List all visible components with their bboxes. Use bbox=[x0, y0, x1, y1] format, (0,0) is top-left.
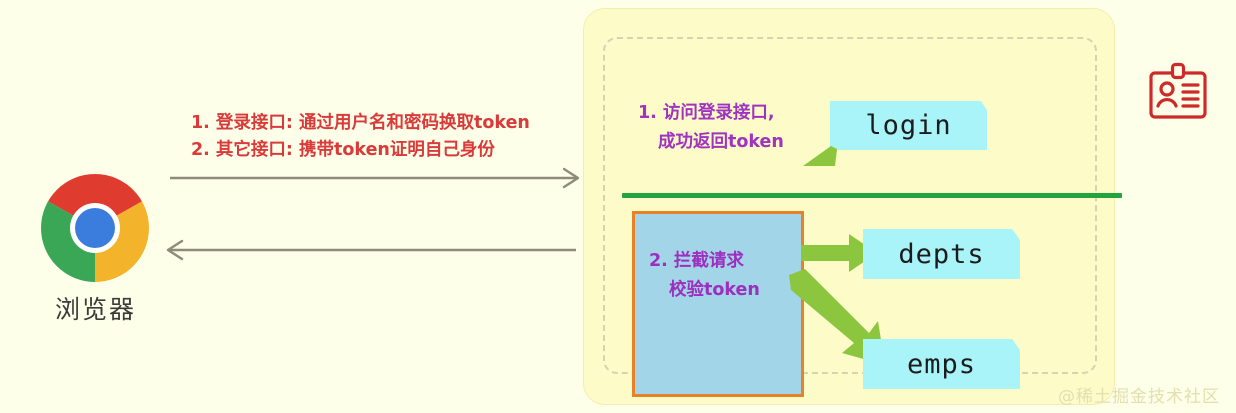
id-card-icon bbox=[1149, 62, 1207, 119]
endpoint-emps[interactable]: emps bbox=[863, 339, 1020, 389]
request-label-other: 2. 其它接口: 携带token证明自己身份 bbox=[191, 140, 495, 161]
endpoint-depts[interactable]: depts bbox=[863, 229, 1020, 279]
flow-arrow-depts-icon bbox=[801, 234, 877, 272]
request-labels: 1. 登录接口: 通过用户名和密码换取token 2. 其它接口: 携带toke… bbox=[191, 110, 581, 164]
browser-server-arrows bbox=[166, 167, 580, 261]
endpoint-login-label: login bbox=[865, 110, 952, 141]
step-1-text: 1. 访问登录接口, 成功返回token bbox=[638, 99, 784, 157]
step-1-line-1: 1. 访问登录接口, bbox=[638, 103, 775, 123]
endpoint-depts-label: depts bbox=[898, 238, 985, 270]
interceptor-box: 2. 拦截请求 校验token bbox=[632, 211, 804, 397]
request-label-login: 1. 登录接口: 通过用户名和密码换取token bbox=[191, 113, 530, 133]
flow-arrow-login-icon bbox=[803, 146, 837, 166]
watermark: @稀土掘金技术社区 bbox=[1058, 387, 1220, 407]
endpoint-emps-label: emps bbox=[906, 348, 977, 380]
browser-label: 浏览器 bbox=[54, 295, 136, 324]
step-1-line-2: 成功返回token bbox=[658, 131, 784, 152]
endpoint-login[interactable]: login bbox=[830, 101, 987, 150]
response-arrow-left-head bbox=[166, 239, 184, 261]
flow-arrow-emps-icon bbox=[789, 269, 885, 365]
panel-divider bbox=[622, 193, 1122, 198]
server-panel: 1. 访问登录接口, 成功返回token login 2. 拦截请求 校验tok… bbox=[583, 8, 1122, 405]
server-panel-inner-border: 1. 访问登录接口, 成功返回token login 2. 拦截请求 校验tok… bbox=[603, 37, 1122, 397]
step-2-text: 2. 拦截请求 校验token bbox=[649, 247, 760, 305]
request-arrow-right-head bbox=[562, 167, 580, 189]
browser-node bbox=[40, 173, 150, 283]
chrome-logo-icon bbox=[41, 174, 149, 282]
step-2-line-2: 校验token bbox=[669, 279, 760, 300]
step-2-line-1: 2. 拦截请求 bbox=[649, 251, 744, 271]
